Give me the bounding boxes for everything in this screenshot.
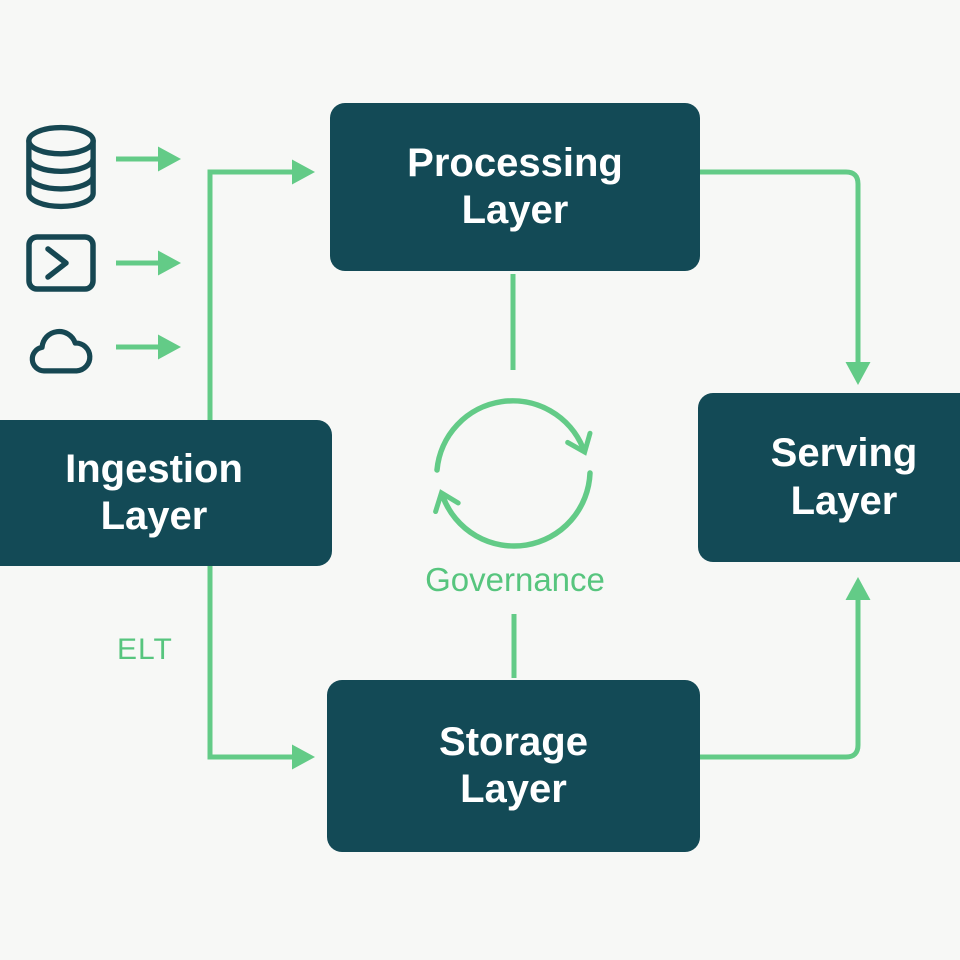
storage-to-serving-arrow <box>700 577 871 760</box>
serving-label-line2: Layer <box>790 478 898 523</box>
storage-label-line2: Layer <box>460 767 567 811</box>
node-processing-layer: Processing Layer <box>330 103 700 271</box>
serving-label-line1: Serving <box>770 431 918 476</box>
elt-label: ELT <box>117 633 173 666</box>
processing-to-serving-arrow <box>700 169 871 385</box>
storage-label-line1: Storage <box>439 719 588 764</box>
node-serving-layer: Serving Layer <box>698 393 960 562</box>
governance-label: Governance <box>425 561 605 598</box>
node-ingestion-layer: Ingestion Layer <box>0 420 332 566</box>
node-storage-layer: Storage Layer <box>327 680 700 852</box>
terminal-icon <box>26 234 96 297</box>
cloud-icon <box>25 321 97 384</box>
processing-label-line2: Layer <box>461 188 569 232</box>
processing-label-line1: Processing <box>407 140 623 185</box>
governance-cycle-icon <box>433 398 593 549</box>
ingestion-label-line1: Ingestion <box>65 446 243 491</box>
ingestion-label-line2: Layer <box>100 494 208 538</box>
database-icon <box>24 124 98 215</box>
